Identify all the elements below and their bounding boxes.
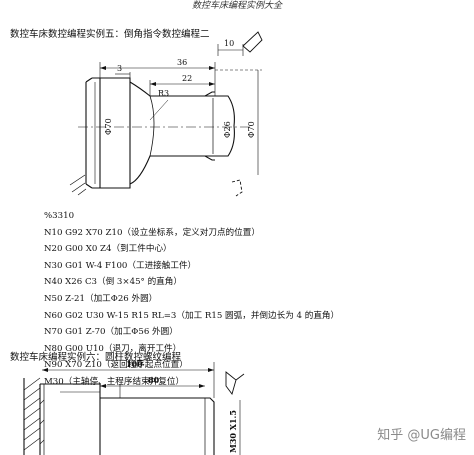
upper-profile <box>129 81 215 97</box>
dim-3: 3 <box>117 64 122 73</box>
program-listing: %3310 N10 G92 X70 Z10（设立坐标系，定义对刀点的位置） N2… <box>44 208 339 391</box>
program-line: %3310 <box>44 211 75 221</box>
program-line: N30 G01 W-4 F100（工进接触工件） <box>44 260 197 271</box>
program-line: M30（主轴停、主程序结束并复位） <box>44 376 185 387</box>
label-phi70-right: Φ70 <box>247 121 256 138</box>
dim-80: 80 <box>148 375 160 385</box>
flange-outline <box>92 77 131 189</box>
page-header: 数控车床编程实例大全 <box>191 1 282 11</box>
program-line: N40 X26 C3（倒 3×45° 的直角） <box>44 277 182 288</box>
program-line: N50 Z-21（加工Φ26 外圆） <box>44 293 158 304</box>
label-r3: R3 <box>158 89 169 98</box>
dim-36: 36 <box>177 58 187 67</box>
label-thread: M30 X1.5 <box>228 410 238 453</box>
dim-top-right: 10 <box>224 39 234 48</box>
dim-22: 22 <box>182 74 192 83</box>
lower-profile <box>129 155 215 185</box>
program-line: N60 G02 U30 W-15 R15 RL=3（加工 R15 圆弧，并倒边长… <box>44 310 340 321</box>
program-line: N20 G00 X0 Z4（到工件中心） <box>44 244 172 255</box>
program-line: N70 G01 Z-70（加工Φ56 外圆） <box>44 327 178 338</box>
dim-100: 100 <box>126 359 143 369</box>
watermark: 知乎 @UG编程 <box>377 428 466 443</box>
program-line: N80 G00 U10（退刀，离开工件） <box>44 343 182 354</box>
program-line: N10 G92 X70 Z10（设立坐标系，定义对刀点的位置） <box>44 227 260 238</box>
program-line: N90 X70 Z10（返回程序起点位置） <box>44 360 188 371</box>
label-phi70-left: Φ70 <box>104 118 113 135</box>
section-5-title: 数控车床数控编程实例五：倒角指令数控编程二 <box>10 29 210 40</box>
label-phi26: Φ26 <box>223 121 232 138</box>
section-6-title: 数控车床编程实例六：圆柱数控螺纹编程 <box>10 352 182 363</box>
